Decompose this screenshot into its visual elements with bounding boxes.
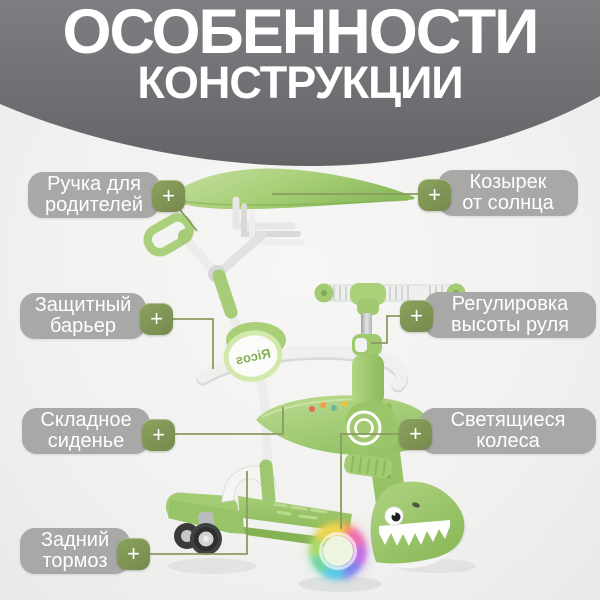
parent-handle-grip	[143, 213, 195, 257]
feature-label-glowing-wheels: Светящиеся колеса	[420, 408, 596, 454]
plus-icon: +	[162, 183, 175, 208]
feature-text: Светящиеся	[450, 409, 566, 431]
plus-icon-glowing-wheels[interactable]: +	[399, 418, 432, 450]
feature-text: Регулировка	[451, 293, 569, 315]
plus-icon: +	[127, 541, 140, 566]
feature-text: высоты руля	[451, 314, 569, 336]
feature-text: сиденье	[47, 430, 125, 452]
brand-badge: Ricos	[223, 330, 283, 382]
feature-text: тормоз	[42, 550, 108, 572]
feature-label-safety-barrier: Защитный барьер	[20, 293, 146, 339]
plus-icon: +	[410, 303, 423, 328]
dino-nostril	[412, 502, 420, 508]
connector-handlebar-height	[371, 315, 403, 344]
plus-icon: +	[152, 422, 165, 447]
feature-label-folding-seat: Складное сиденье	[22, 408, 150, 454]
connector-glowing-wheels	[340, 433, 402, 529]
feature-label-sun-visor: Козырек от солнца	[438, 170, 578, 216]
page-subtitle: КОНСТРУКЦИИ	[137, 57, 463, 108]
feature-text: барьер	[50, 315, 116, 337]
feature-text: родителей	[44, 194, 143, 216]
feature-text: от солнца	[462, 192, 554, 214]
feature-text: Складное	[40, 409, 132, 431]
dino-head	[370, 481, 466, 569]
feature-text: колеса	[476, 430, 540, 452]
seat-back: Ricos	[223, 322, 286, 382]
brake-pedal	[344, 453, 393, 479]
sun-canopy	[169, 168, 415, 210]
rear-wheels	[165, 465, 300, 555]
plus-icon-rear-brake[interactable]: +	[117, 538, 150, 570]
plus-icon-folding-seat[interactable]: +	[142, 419, 175, 451]
feature-text: Задний	[40, 529, 110, 551]
feature-label-handlebar-height: Регулировка высоты руля	[424, 292, 596, 338]
feature-text: Защитный	[34, 294, 132, 316]
plus-icon-sun-visor[interactable]: +	[418, 179, 451, 211]
glowing-wheel	[309, 522, 367, 580]
header-banner	[0, 0, 600, 166]
plus-icon-safety-barrier[interactable]: +	[140, 303, 173, 335]
connector-safety-barrier	[158, 318, 214, 369]
connector-folding-seat	[161, 407, 284, 435]
feature-label-parent-handle: Ручка для родителей	[28, 172, 160, 218]
feature-text: Ручка для	[47, 173, 141, 195]
steering-column	[346, 313, 406, 504]
connector-rear-brake	[150, 471, 248, 555]
plus-icon: +	[150, 306, 163, 331]
feature-text: Козырек	[469, 171, 547, 193]
plus-icon-parent-handle[interactable]: +	[152, 180, 185, 212]
brand-badge-text: Ricos	[234, 345, 272, 367]
feature-label-rear-brake: Задний тормоз	[20, 528, 130, 574]
fold-hub	[346, 410, 382, 446]
plus-icon-handlebar-height[interactable]: +	[400, 300, 433, 332]
dino-teeth	[379, 520, 450, 546]
ground-shadows	[168, 558, 476, 592]
parent-handle	[143, 213, 267, 319]
plus-icon: +	[409, 421, 422, 446]
page-title: ОСОБЕННОСТИ	[62, 0, 540, 67]
plus-icon: +	[428, 182, 441, 207]
